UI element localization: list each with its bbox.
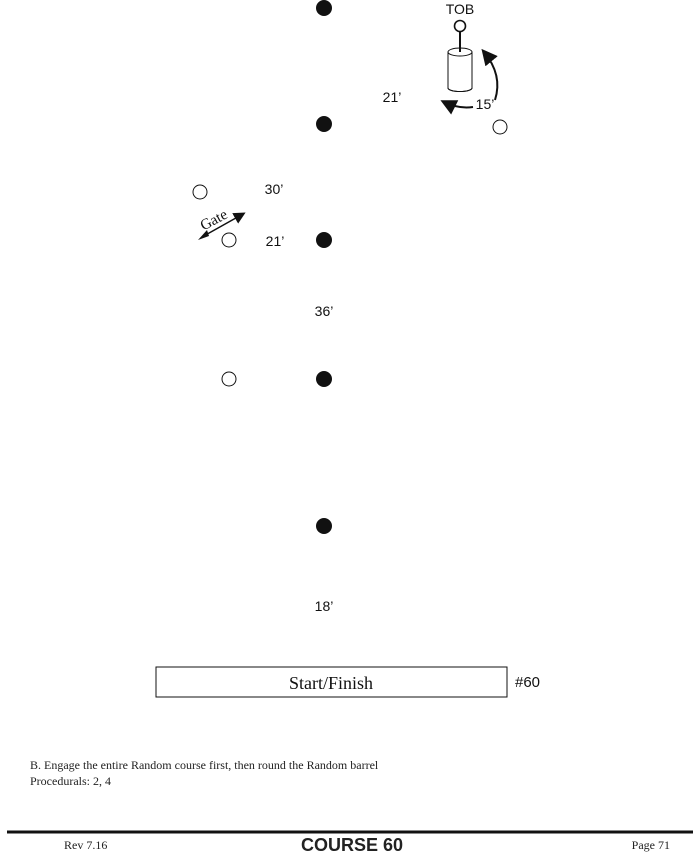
turn-arrow-icon xyxy=(440,100,474,115)
open-marker xyxy=(192,184,208,200)
distance-label: 21’ xyxy=(266,233,285,249)
open-marker xyxy=(221,371,237,387)
distance-label: 36’ xyxy=(315,303,334,319)
filled-marker xyxy=(316,116,332,132)
distance-label: 30’ xyxy=(265,181,284,197)
footer-title: COURSE 60 xyxy=(300,835,404,855)
tob-label: TOB xyxy=(446,1,475,17)
open-marker xyxy=(492,119,508,135)
open-marker xyxy=(221,232,237,248)
gate-arrow-icon xyxy=(201,212,246,238)
footer-revision: Rev 7.16 xyxy=(64,838,108,852)
note-line-1: B. Engage the entire Random course first… xyxy=(30,758,379,772)
start-finish-box xyxy=(155,666,508,698)
note-line-2: Procedurals: 2, 4 xyxy=(30,774,111,788)
distance-label: 21’ xyxy=(383,89,402,105)
filled-marker xyxy=(316,518,332,534)
filled-marker xyxy=(316,371,332,387)
filled-marker xyxy=(316,0,332,16)
start-finish-label: Start/Finish xyxy=(289,673,373,693)
filled-marker xyxy=(316,232,332,248)
course-number-label: #60 xyxy=(515,674,540,691)
distance-label: 18’ xyxy=(315,598,334,614)
footer-page: Page 71 xyxy=(631,838,670,852)
distance-label: 15’ xyxy=(476,96,495,112)
tob-barrel-icon xyxy=(447,19,473,92)
turn-arrow-icon xyxy=(481,48,499,101)
